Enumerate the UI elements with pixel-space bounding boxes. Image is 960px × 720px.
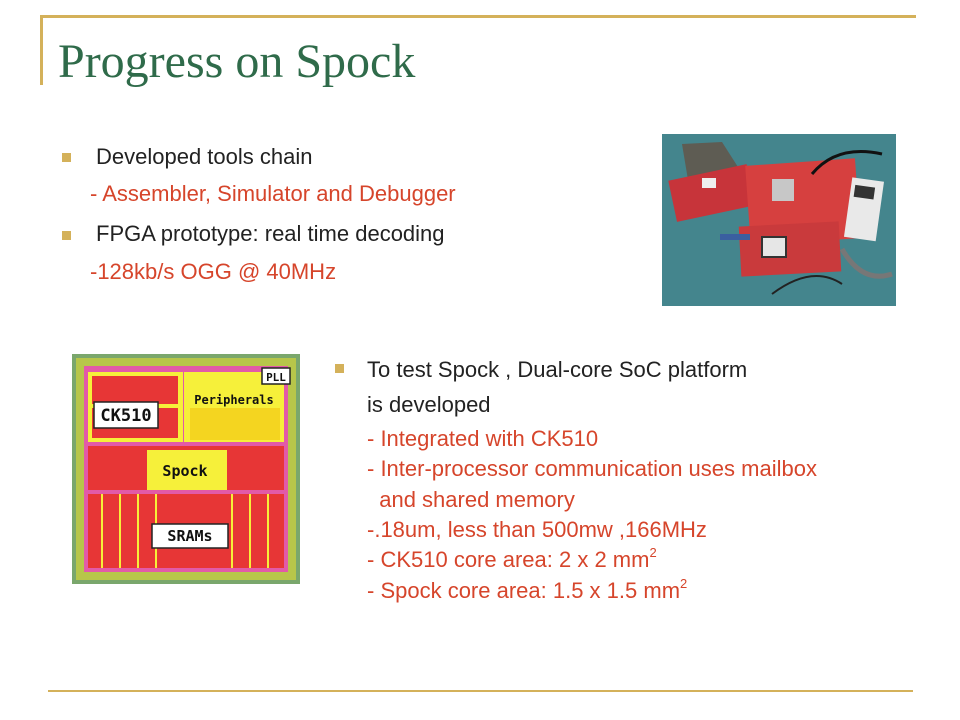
bullet-tools-chain: Developed tools chain [96, 144, 313, 169]
bullet-dual-core-line1: To test Spock , Dual-core SoC platform [367, 357, 748, 382]
bullet-square-icon [62, 153, 71, 162]
bullet-dual-core-line2: is developed [367, 392, 491, 417]
chip-label-ck510: CK510 [100, 406, 151, 426]
title-vertical-rule [40, 15, 43, 85]
fpga-board-photo [662, 134, 896, 306]
bullet-fpga-sub: -128kb/s OGG @ 40MHz [90, 259, 337, 284]
detail-line: - Inter-processor communication uses mai… [367, 456, 817, 481]
top-horizontal-rule [40, 15, 916, 18]
detail-line: and shared memory [367, 487, 575, 512]
detail-line: - Integrated with CK510 [367, 426, 599, 451]
ck510-area-line: - CK510 core area: 2 x 2 mm2 [367, 544, 657, 573]
chip-label-peripherals: Peripherals [194, 393, 273, 407]
bullet-square-icon [62, 231, 71, 240]
bullet-square-icon [335, 364, 344, 373]
detail-line: -.18um, less than 500mw ,166MHz [367, 517, 707, 542]
chip-label-spock: Spock [162, 462, 207, 480]
ck510-area-sup: 2 [649, 544, 657, 560]
bullet-tools-chain-sub: - Assembler, Simulator and Debugger [90, 181, 456, 206]
slide-title: Progress on Spock [58, 35, 416, 88]
spock-area-line: - Spock core area: 1.5 x 1.5 mm2 [367, 575, 688, 604]
spock-area-sup: 2 [680, 575, 688, 591]
chip-die-layout: PLL CK510 Peripherals Spock SRAMs [72, 354, 300, 584]
chip-label-srams: SRAMs [167, 527, 212, 545]
bullet-fpga: FPGA prototype: real time decoding [96, 221, 445, 246]
chip-label-pll: PLL [266, 371, 286, 384]
spock-area-text: - Spock core area: 1.5 x 1.5 mm [367, 578, 681, 603]
ck510-area-text: - CK510 core area: 2 x 2 mm [367, 547, 650, 572]
bottom-horizontal-rule [48, 690, 913, 692]
